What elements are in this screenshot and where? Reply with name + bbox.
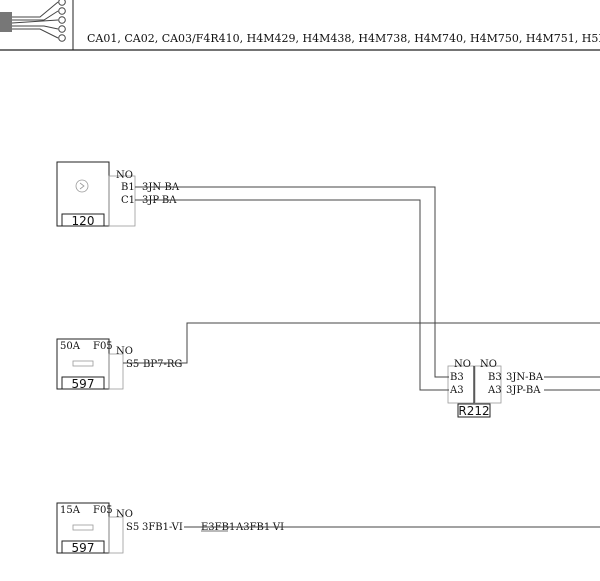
vehicle-list: CA01, CA02, CA03/F4R410, H4M429, H4M438,…: [87, 32, 600, 45]
wires: [123, 186, 600, 528]
pin-label: S5: [126, 522, 139, 533]
component-120[interactable]: 120 NO B1 C1 3JN-BA 3JP-BA: [56, 161, 180, 228]
fuse-icon: [72, 524, 94, 531]
no-label: NO: [116, 346, 133, 357]
wire-label: BP7-RG: [143, 359, 182, 370]
fuse-icon: [72, 360, 94, 367]
fuse-rating: 15A: [60, 505, 81, 516]
wire-label: 3FB1-VI: [142, 522, 183, 533]
pin-label: S5: [126, 359, 139, 370]
pin-label: A3: [487, 385, 502, 396]
harness-fan-icon: [11, 0, 66, 42]
component-code: 597: [72, 377, 95, 391]
wire-label: 3JP-BA: [506, 385, 541, 396]
no-label: NO: [116, 170, 133, 181]
pin-label: A3: [449, 385, 464, 396]
component-r212[interactable]: NO NO B3 A3 B3 A3 3JN-BA 3JP-BA R212: [447, 359, 544, 418]
component-code: R212: [458, 404, 489, 418]
no-label: NO: [454, 359, 471, 370]
sensor-icon: [75, 179, 89, 193]
pin-label: B3: [488, 372, 502, 383]
wire-label: 3JN-BA: [506, 372, 544, 383]
pin-label: B1: [121, 182, 135, 193]
fuse-id: F05: [93, 341, 113, 352]
header-strip: CA01, CA02, CA03/F4R410, H4M429, H4M438,…: [0, 0, 600, 51]
fuse-rating: 50A: [60, 341, 81, 352]
component-597-15a[interactable]: 15A F05 597 NO S5 3FB1-VI E3FB1 A3FB1-VI: [56, 502, 284, 555]
component-597-50a[interactable]: 50A F05 597 NO S5 BP7-RG: [56, 338, 182, 391]
pin-label: B3: [450, 372, 464, 383]
no-label: NO: [116, 509, 133, 520]
connector-icon: [0, 12, 12, 32]
no-label: NO: [480, 359, 497, 370]
pin-label: C1: [121, 195, 135, 206]
fuse-id: F05: [93, 505, 113, 516]
component-code: 597: [72, 541, 95, 555]
component-code: 120: [72, 214, 95, 228]
